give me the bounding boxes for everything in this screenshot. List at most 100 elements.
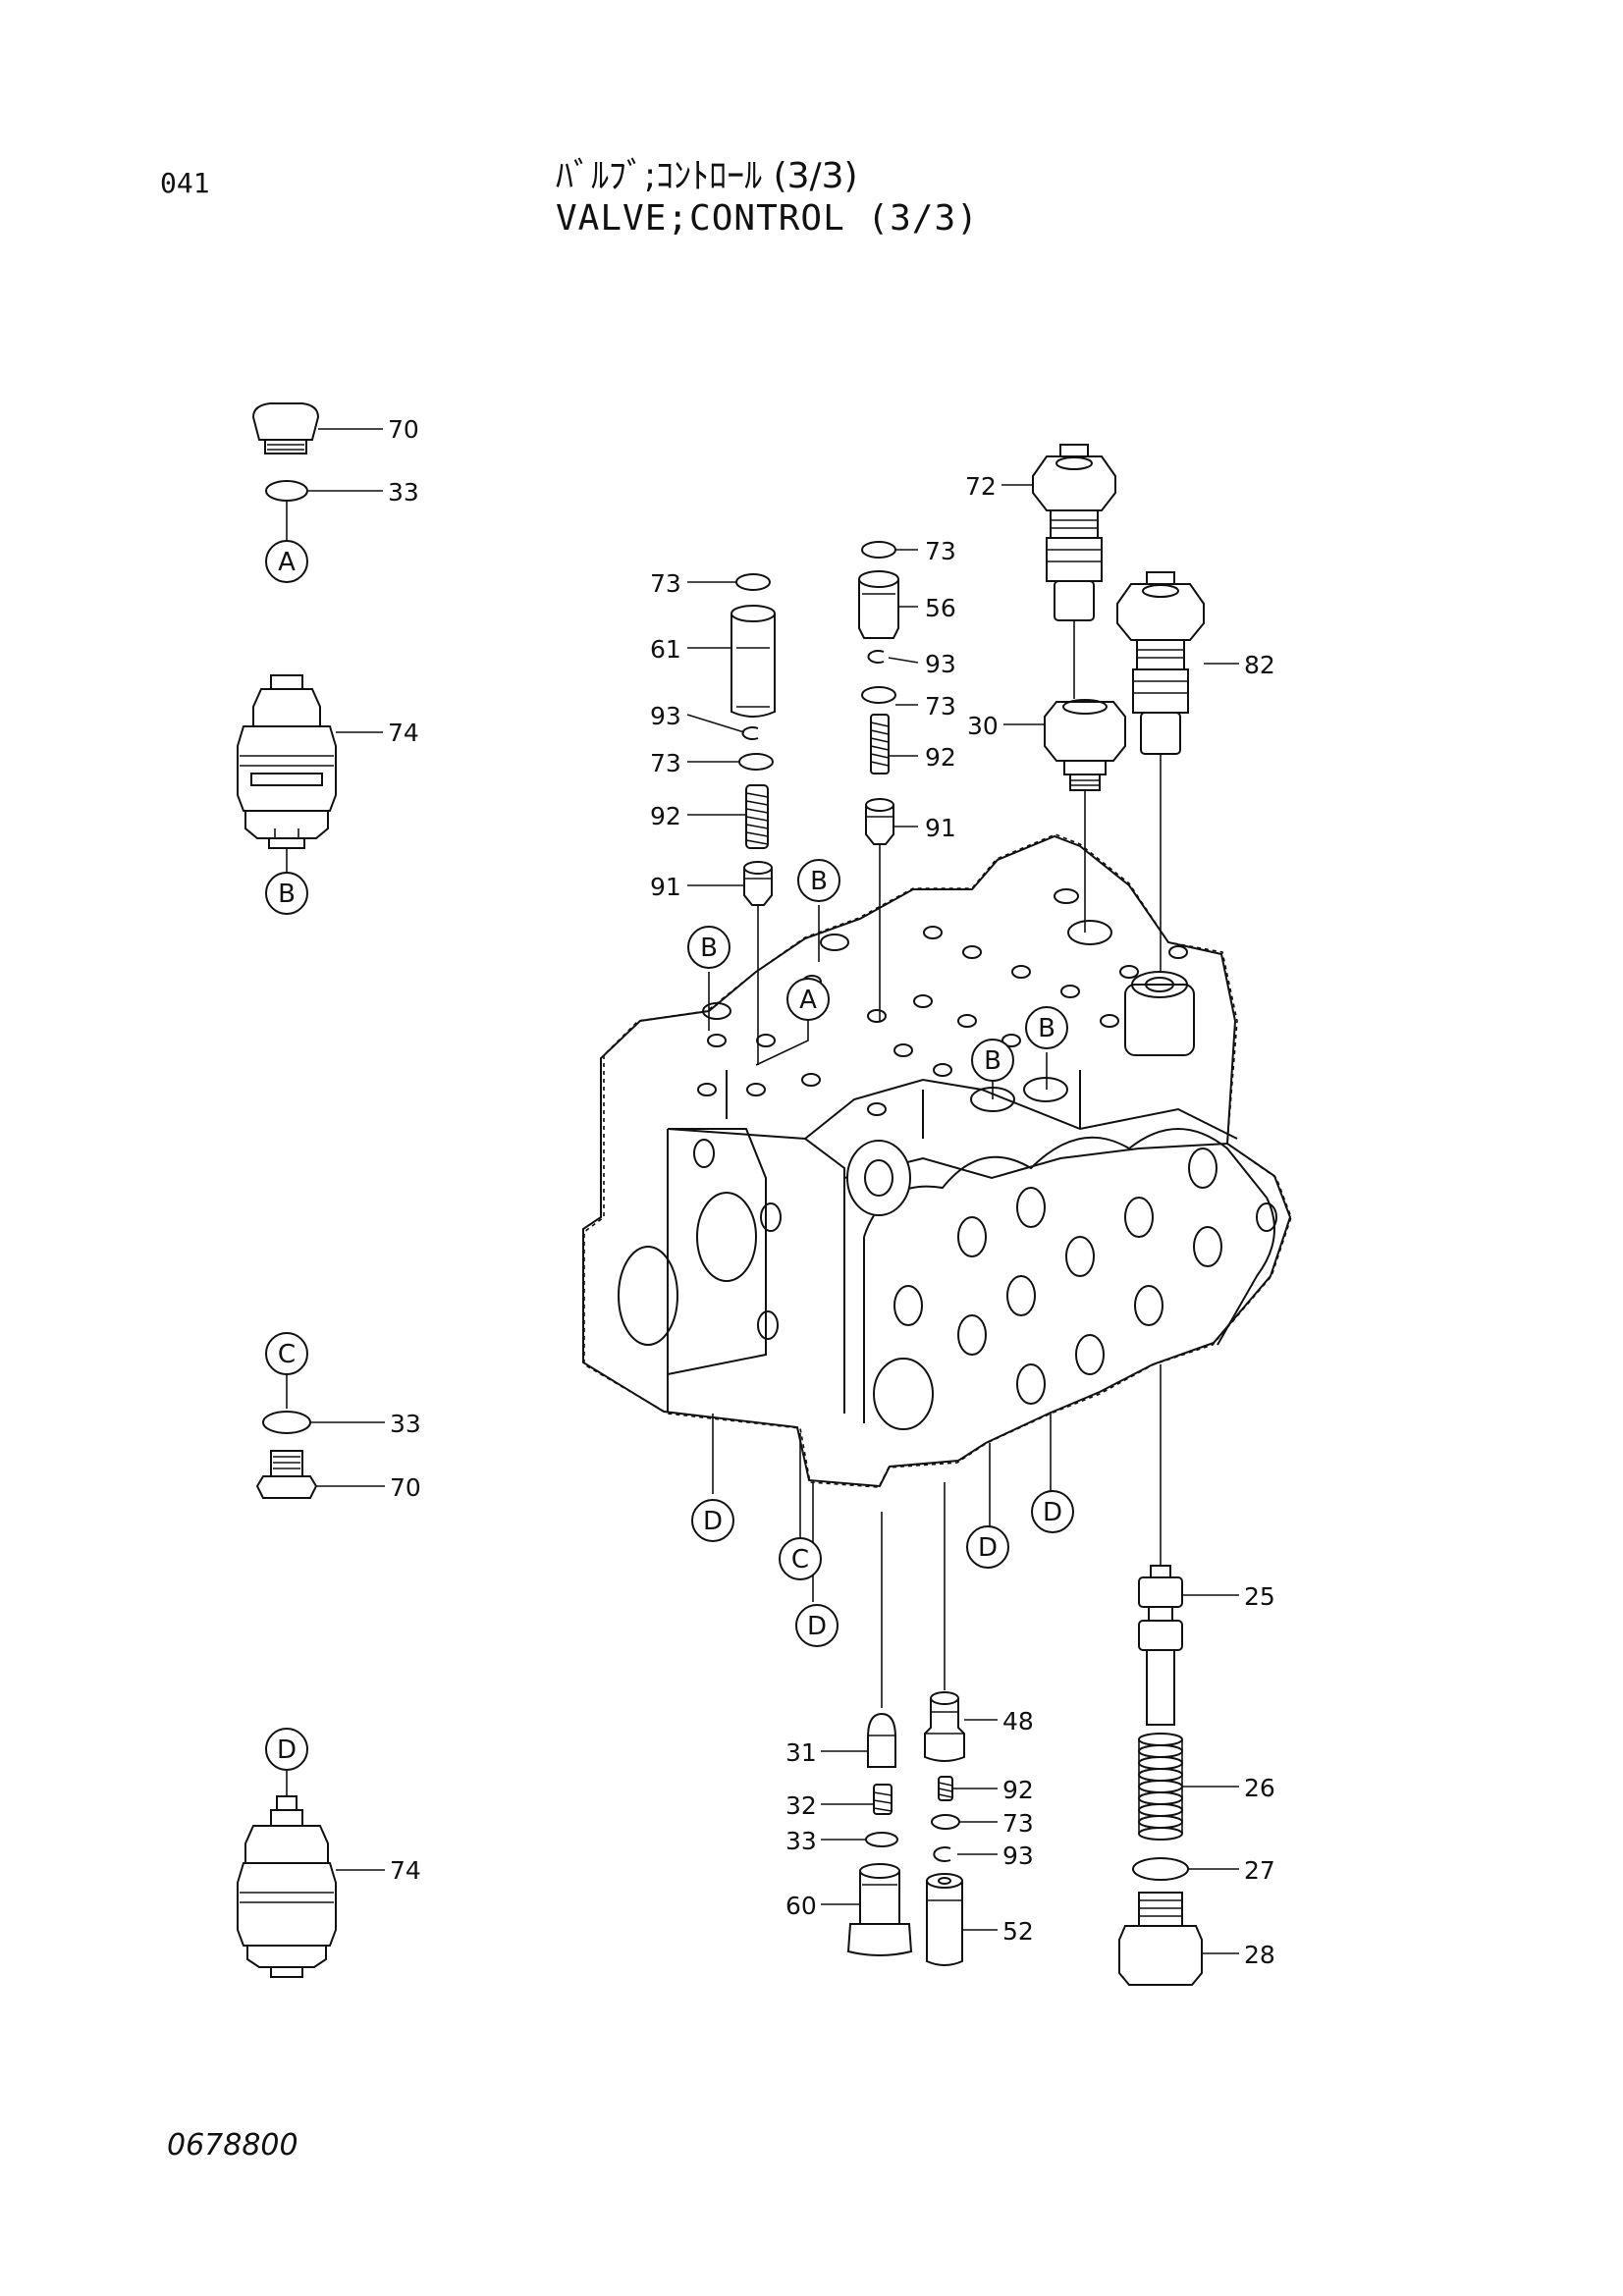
callout-d-3: D — [966, 1525, 1009, 1569]
callout-b-body-right: B — [1025, 1006, 1068, 1049]
svg-text:C: C — [791, 1545, 809, 1575]
leader-93a — [686, 714, 745, 733]
label-33-bottom: 33 — [390, 1410, 421, 1438]
callout-d-1: D — [691, 1499, 734, 1542]
spool-52 — [926, 1873, 963, 1966]
snap-ring-93-a — [741, 726, 759, 740]
label-25: 25 — [1244, 1582, 1275, 1611]
label-91-b: 91 — [925, 814, 956, 842]
svg-text:D: D — [1043, 1498, 1062, 1527]
title-japanese: ﾊﾞﾙﾌﾞ;ｺﾝﾄﾛｰﾙ (3/3) — [556, 156, 858, 196]
label-74-bottom: 74 — [390, 1856, 421, 1885]
poppet-31 — [867, 1712, 896, 1768]
label-33-center: 33 — [785, 1827, 817, 1855]
svg-text:D: D — [703, 1507, 723, 1536]
spring-92-c — [938, 1776, 953, 1801]
page-code: 041 — [160, 167, 210, 199]
plug-70-top — [251, 402, 320, 454]
svg-text:B: B — [810, 867, 828, 896]
spool-25 — [1138, 1565, 1183, 1726]
relief-valve-74-top — [237, 674, 337, 849]
label-73-d: 73 — [925, 692, 956, 721]
spring-92-b — [870, 714, 890, 774]
sleeve-61 — [730, 605, 776, 718]
label-60: 60 — [785, 1892, 817, 1920]
plug-30 — [1044, 699, 1126, 791]
o-ring-73-a — [735, 573, 771, 591]
label-52: 52 — [1002, 1917, 1034, 1946]
svg-text:D: D — [807, 1612, 827, 1641]
spring-26 — [1138, 1733, 1183, 1841]
callout-a-body: A — [786, 978, 830, 1021]
label-93-a: 93 — [650, 702, 681, 730]
callout-c-body: C — [779, 1537, 822, 1580]
label-72: 72 — [965, 472, 997, 501]
o-ring-33-top — [265, 480, 308, 502]
spring-32 — [873, 1784, 893, 1815]
o-ring-33-center — [865, 1832, 898, 1847]
title-english: VALVE;CONTROL (3/3) — [556, 198, 979, 239]
snap-ring-93-c — [933, 1846, 951, 1862]
label-30: 30 — [967, 712, 999, 740]
label-73-e: 73 — [1002, 1809, 1034, 1838]
label-82: 82 — [1244, 651, 1275, 679]
callout-c-left: C — [265, 1332, 308, 1375]
drawing-number: 0678800 — [167, 2128, 298, 2163]
svg-text:A: A — [278, 548, 296, 577]
label-73-b: 73 — [650, 749, 681, 777]
label-93-b: 93 — [925, 650, 956, 678]
callout-b-stack: B — [797, 859, 840, 902]
label-33-top: 33 — [388, 478, 419, 507]
label-31: 31 — [785, 1738, 817, 1767]
plug-48 — [924, 1691, 965, 1762]
label-27: 27 — [1244, 1856, 1275, 1885]
svg-text:B: B — [700, 934, 718, 963]
callout-b-left: B — [265, 872, 308, 915]
label-48: 48 — [1002, 1707, 1034, 1735]
svg-text:B: B — [1038, 1014, 1055, 1043]
label-73-c: 73 — [925, 537, 956, 565]
callout-b-body-mid: B — [971, 1039, 1014, 1082]
o-ring-73-d — [861, 686, 896, 704]
callout-b-body-left: B — [687, 926, 730, 969]
svg-text:A: A — [799, 986, 817, 1015]
label-70-bottom: 70 — [390, 1473, 421, 1502]
label-73-a: 73 — [650, 569, 681, 598]
svg-text:B: B — [278, 880, 296, 909]
o-ring-73-c — [861, 541, 896, 559]
label-93-c: 93 — [1002, 1842, 1034, 1870]
label-70-top: 70 — [388, 415, 419, 444]
plug-28 — [1118, 1892, 1203, 1986]
svg-text:D: D — [277, 1735, 297, 1765]
label-91-a: 91 — [650, 873, 681, 901]
svg-text:B: B — [984, 1046, 1001, 1076]
relief-valve-72 — [1032, 444, 1116, 621]
o-ring-27 — [1132, 1857, 1189, 1881]
o-ring-33-bottom — [262, 1411, 311, 1434]
plug-70-bottom — [255, 1450, 318, 1499]
label-74-top: 74 — [388, 719, 419, 747]
poppet-91-a — [743, 861, 773, 906]
o-ring-73-b — [738, 753, 774, 771]
plug-56 — [858, 570, 899, 639]
callout-a-left: A — [265, 540, 308, 583]
callout-d-left: D — [265, 1728, 308, 1771]
label-61: 61 — [650, 635, 681, 664]
label-32: 32 — [785, 1791, 817, 1820]
label-92-c: 92 — [1002, 1776, 1034, 1804]
relief-valve-74-bottom — [237, 1795, 337, 1978]
svg-text:C: C — [278, 1340, 296, 1369]
callout-d-2: D — [795, 1604, 839, 1647]
relief-valve-82 — [1116, 571, 1205, 755]
label-56: 56 — [925, 594, 956, 622]
plug-60 — [846, 1863, 913, 1956]
label-28: 28 — [1244, 1941, 1275, 1969]
spring-92-a — [745, 784, 769, 849]
svg-text:D: D — [978, 1533, 998, 1563]
label-92-b: 92 — [925, 743, 956, 772]
label-26: 26 — [1244, 1774, 1275, 1802]
poppet-91-b — [865, 798, 894, 845]
snap-ring-93-b — [867, 650, 885, 664]
